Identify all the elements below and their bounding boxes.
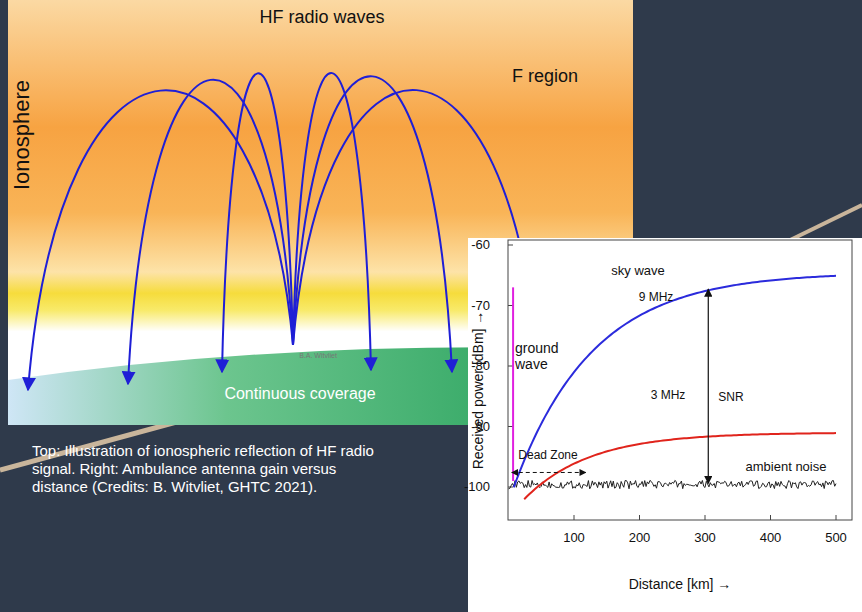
x-tick — [705, 515, 706, 520]
series-label: 3 MHz — [651, 389, 686, 403]
figure-caption: Top: Illustration of ionospheric reflect… — [32, 442, 377, 496]
side-label: Ionosphere — [9, 80, 34, 190]
series-label: ground wave — [515, 340, 565, 372]
series-label: sky wave — [611, 264, 664, 279]
tick-label: -60 — [471, 238, 490, 253]
noise-label: ambient noise — [746, 460, 827, 475]
zone-label: Dead Zone — [518, 449, 577, 463]
tick-label: 400 — [760, 531, 782, 546]
snr-label: SNR — [718, 391, 743, 405]
tick-label: 300 — [694, 531, 716, 546]
watermark: B.A. Witvliet — [299, 352, 337, 360]
chart-plot — [508, 240, 852, 520]
radio-ray — [28, 90, 293, 390]
tick-label: 100 — [563, 531, 585, 546]
snr-arrow — [708, 289, 709, 483]
y-tick — [508, 245, 513, 246]
x-tick — [770, 515, 771, 520]
axis-label: Received power [dBm] → — [470, 311, 486, 470]
ionosphere-panel — [8, 0, 633, 425]
dead-zone-arrow — [512, 472, 586, 473]
x-tick — [639, 515, 640, 520]
plot-frame — [508, 240, 852, 520]
x-tick — [836, 515, 837, 520]
low-freq-curve — [524, 433, 836, 499]
sky-wave-curve — [514, 276, 836, 488]
axis-label: Distance [km] → — [629, 576, 732, 592]
title-label: HF radio waves — [259, 7, 384, 28]
radio-ray — [128, 80, 293, 384]
radio-ray — [222, 73, 293, 372]
ground-label: Continuous coverage — [224, 385, 375, 403]
noise-line — [509, 480, 837, 488]
region-label: F region — [512, 66, 578, 87]
series-label: 9 MHz — [639, 291, 674, 305]
ground-wave-line — [512, 287, 514, 481]
x-tick — [574, 515, 575, 520]
tick-label: 200 — [629, 531, 651, 546]
radio-rays — [28, 73, 540, 390]
tick-label: -100 — [464, 480, 490, 495]
tick-label: 500 — [825, 531, 847, 546]
chart-panel — [468, 238, 862, 612]
radio-ray — [293, 76, 452, 372]
